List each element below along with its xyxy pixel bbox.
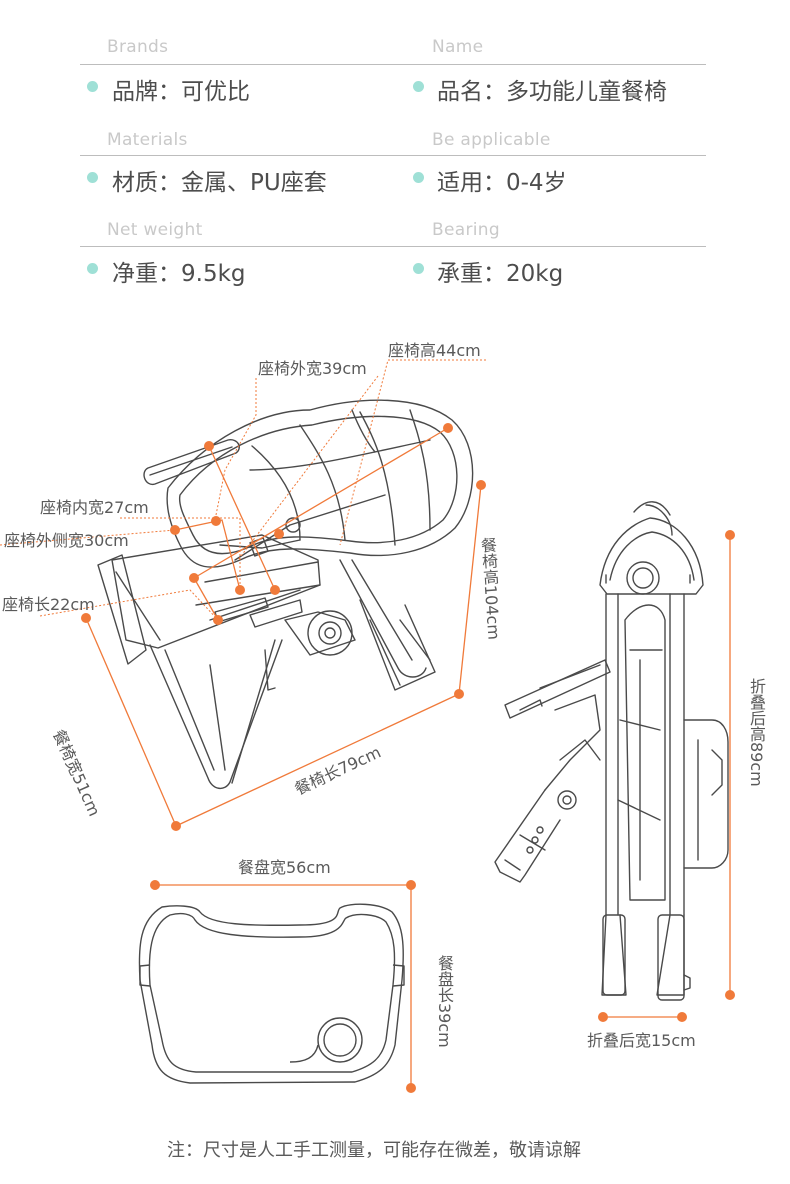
spec-brand-en: Brands	[107, 37, 169, 57]
spec-divider	[80, 64, 706, 65]
high-chair-drawing	[97, 399, 474, 789]
label-seat-length: 座椅长22cm	[2, 595, 95, 614]
spec-name-value: 品名：多功能儿童餐椅	[437, 79, 667, 105]
bullet-dot	[413, 263, 424, 274]
spec-bearing-value: 承重：20kg	[437, 261, 564, 287]
label-folded-height: 折叠后高89cm	[747, 678, 766, 787]
bullet-dot	[413, 81, 424, 92]
spec-applicable-value: 适用：0-4岁	[437, 170, 567, 196]
bullet-dot	[87, 172, 98, 183]
spec-name-en: Name	[432, 37, 484, 57]
folded-chair-drawing	[494, 501, 729, 1001]
label-seat-height: 座椅高44cm	[388, 341, 481, 360]
label-tray-width: 餐盘宽56cm	[238, 858, 331, 877]
label-seat-outer-side-width: 座椅外侧宽30cm	[4, 531, 129, 550]
tray-drawing	[138, 903, 405, 1084]
spec-divider	[80, 155, 706, 156]
bullet-dot	[87, 81, 98, 92]
spec-bearing-en: Bearing	[432, 220, 500, 240]
dimension-markers	[81, 423, 735, 1093]
label-seat-inner-width: 座椅内宽27cm	[40, 498, 149, 517]
spec-material-value: 材质：金属、PU座套	[112, 170, 327, 196]
label-seat-outer-width: 座椅外宽39cm	[258, 359, 367, 378]
spec-applicable-en: Be applicable	[432, 130, 551, 150]
bullet-dot	[413, 172, 424, 183]
label-tray-length: 餐盘长39cm	[435, 955, 454, 1048]
spec-brand-value: 品牌：可优比	[112, 79, 250, 105]
spec-weight-en: Net weight	[107, 220, 203, 240]
spec-material-en: Materials	[107, 130, 188, 150]
spec-weight-value: 净重：9.5kg	[112, 261, 246, 287]
label-folded-width: 折叠后宽15cm	[587, 1031, 696, 1050]
spec-divider	[80, 246, 706, 247]
dimension-lines	[85, 427, 731, 1088]
bullet-dot	[87, 263, 98, 274]
measurement-footnote: 注：尺寸是人工手工测量，可能存在微差，敬请谅解	[167, 1140, 581, 1161]
dimension-leader-lines	[0, 359, 486, 621]
